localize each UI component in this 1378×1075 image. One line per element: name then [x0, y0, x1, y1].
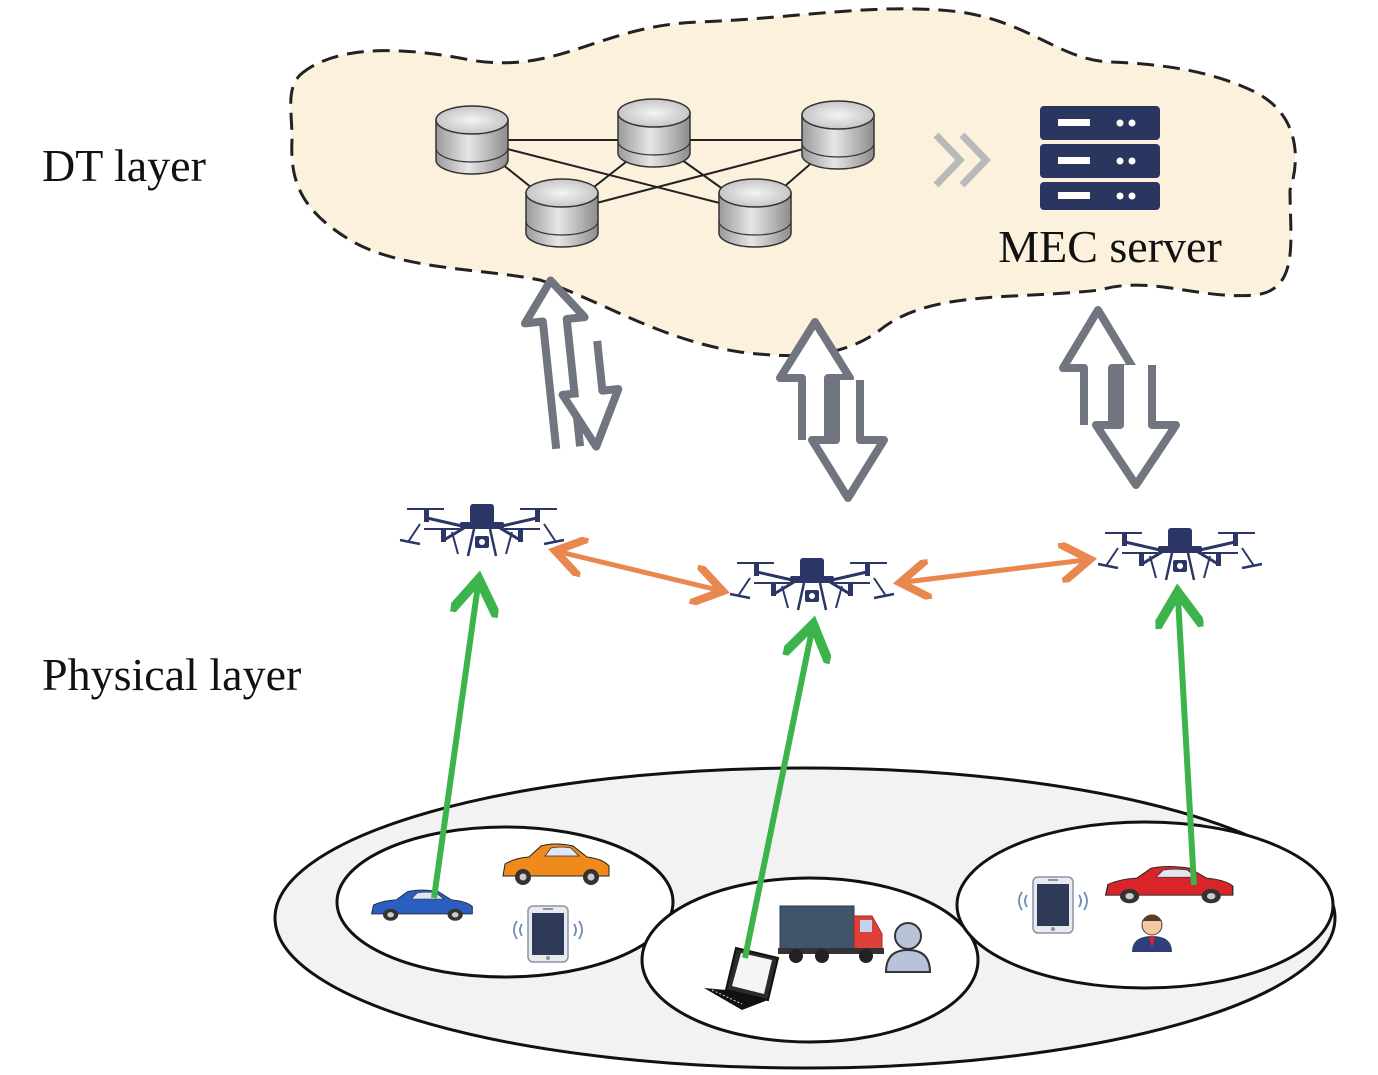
uav-link-right [905, 560, 1085, 582]
user-icon [1132, 914, 1172, 952]
database-cylinder-icon [617, 98, 691, 168]
uplink-middle [742, 630, 812, 959]
uav-link-left [560, 552, 718, 590]
drone-icon [398, 502, 566, 558]
user-icon [884, 922, 932, 973]
server-rack-icon [1040, 106, 1160, 210]
cluster-right [955, 820, 1335, 990]
uplink-left [431, 585, 478, 899]
truck-icon [778, 905, 884, 963]
laptop-icon [704, 946, 780, 1010]
database-cylinder-icon [801, 100, 875, 170]
drone-icon [1096, 526, 1264, 582]
dt-layer-label: DT layer [42, 140, 206, 191]
drone-icon [728, 556, 896, 612]
mec-server-label: MEC server [998, 221, 1222, 272]
database-cylinder-icon [525, 178, 599, 248]
database-cylinder-icon [435, 105, 509, 175]
database-cylinder-icon [718, 178, 792, 248]
double-chevron-icon [933, 132, 991, 188]
uplink-right [1178, 598, 1194, 886]
dt-layer-cloud [289, 7, 1297, 358]
bidirectional-arrow-middle [776, 318, 888, 502]
bidirectional-arrow-right [1059, 306, 1180, 489]
cluster-middle [640, 876, 980, 1044]
physical-layer-label: Physical layer [42, 649, 301, 700]
bidirectional-arrow-left [520, 276, 623, 451]
